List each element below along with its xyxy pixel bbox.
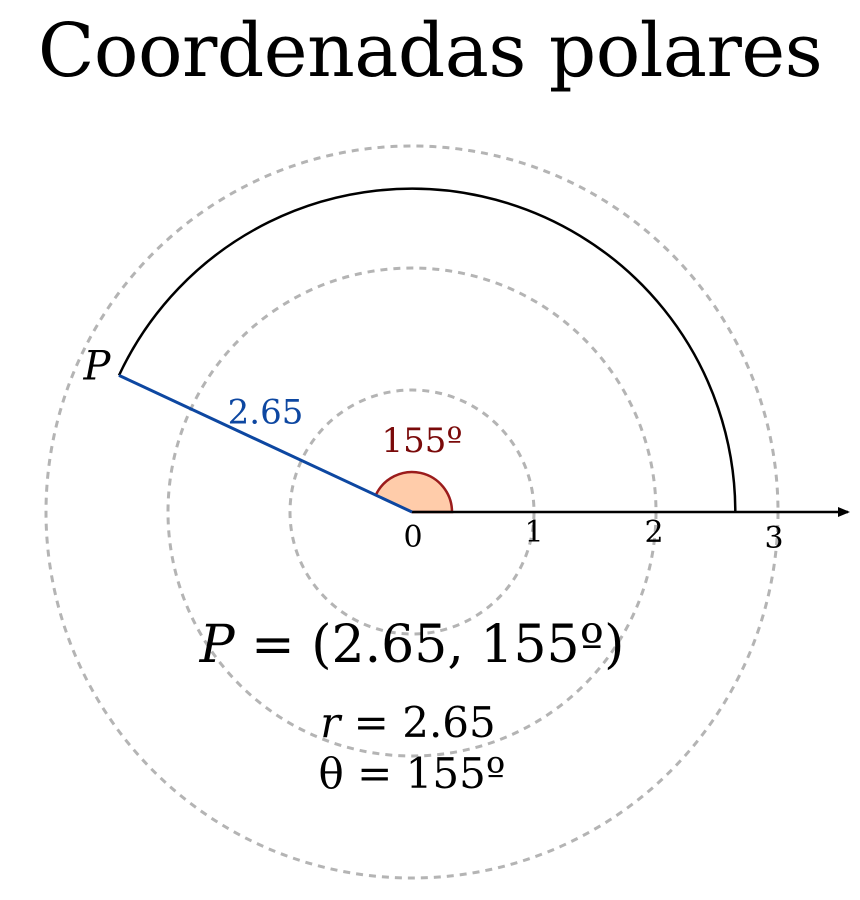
point-label: P	[83, 343, 112, 389]
theta-line: θ = 155º	[318, 749, 505, 798]
radius-arc	[117, 187, 737, 513]
radius-label: 2.65	[228, 393, 304, 433]
tick-label-2: 2	[644, 515, 663, 550]
formula-var: P	[199, 615, 236, 675]
r-var: r	[320, 698, 343, 747]
tick-label-1: 1	[524, 515, 543, 550]
radius-line	[118, 374, 413, 514]
formula-value: = (2.65, 155º)	[235, 615, 625, 675]
r-value: = 2.65	[340, 698, 495, 747]
formula-line: P = (2.65, 155º)	[199, 615, 625, 675]
tick-label-3: 3	[764, 521, 783, 556]
angle-wedge	[374, 470, 454, 514]
angle-label: 155º	[382, 421, 463, 461]
origin-label: 0	[403, 520, 422, 555]
page-title: Coordenadas polares	[37, 8, 823, 94]
r-line: r = 2.65	[320, 698, 496, 747]
